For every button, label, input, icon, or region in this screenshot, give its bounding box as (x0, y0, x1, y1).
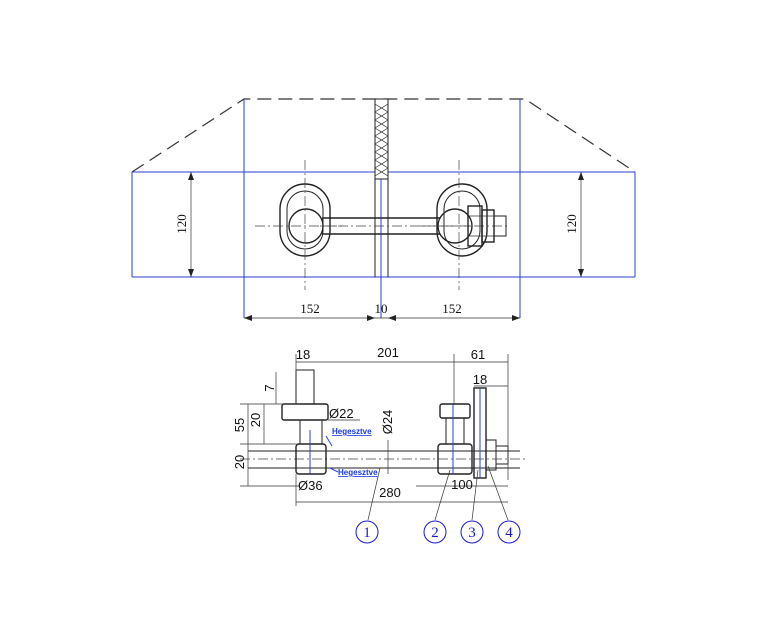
svg-text:3: 3 (468, 525, 476, 541)
dim-7: 7 (262, 384, 277, 391)
callout-leader-3 (471, 469, 479, 521)
dim-d22: Ø22 (329, 406, 354, 421)
weld-label-top: Hegesztve (332, 427, 372, 436)
callout-2: 2 (423, 520, 447, 544)
callout-4: 4 (497, 520, 521, 544)
dim-201: 201 (377, 345, 399, 360)
weld-leader-top (325, 435, 333, 447)
nut-assembly (467, 205, 507, 247)
callout-leader-4 (487, 465, 509, 521)
right-slot (420, 160, 510, 290)
wall-hatch (374, 103, 389, 177)
callout-leader-2 (434, 469, 451, 521)
dim-20-lower: 20 (232, 455, 247, 469)
right-bolt (437, 403, 473, 475)
plate-and-nut (473, 387, 509, 479)
dim-left-height: 120 (174, 214, 189, 234)
dim-55: 55 (232, 418, 247, 432)
dim-d24: Ø24 (380, 410, 395, 435)
left-bolt (281, 369, 329, 475)
callout-leader-1 (367, 467, 381, 521)
dim-gap: 10 (375, 301, 388, 316)
dim-right-width: 152 (442, 301, 462, 316)
side-view: 18 201 61 18 7 20 55 20 Ø22 Ø24 Ø36 Hege… (232, 345, 528, 544)
svg-text:2: 2 (431, 525, 439, 541)
dim-d36: Ø36 (298, 478, 323, 493)
dim-280: 280 (379, 485, 401, 500)
weld-leader-bottom (329, 467, 339, 473)
weld-label-bottom: Hegesztve (338, 468, 378, 477)
left-slot (255, 160, 345, 290)
svg-text:1: 1 (363, 525, 371, 541)
dim-left-width: 152 (300, 301, 320, 316)
dim-20-upper: 20 (248, 413, 263, 427)
svg-text:4: 4 (505, 525, 513, 541)
dim-61: 61 (471, 347, 485, 362)
dim-100: 100 (451, 477, 473, 492)
top-view: 120 120 152 10 152 (131, 98, 636, 321)
dim-18-top: 18 (296, 347, 310, 362)
connecting-rod (320, 217, 470, 235)
dim-right-height: 120 (564, 214, 579, 234)
callout-3: 3 (460, 520, 484, 544)
callout-1: 1 (355, 520, 379, 544)
dim-18-right: 18 (473, 372, 487, 387)
